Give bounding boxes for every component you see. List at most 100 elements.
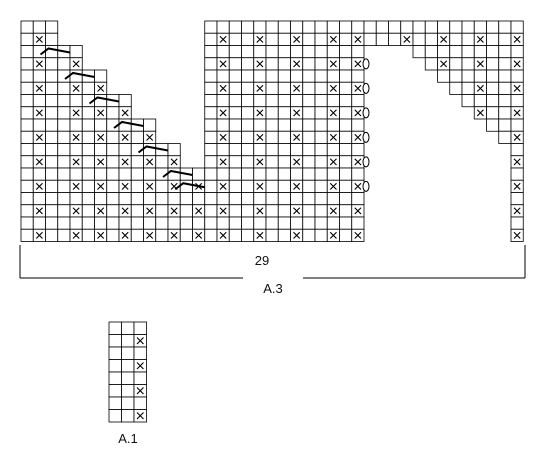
grid-cell [265,94,279,108]
grid-cell [155,228,169,242]
cross-symbol [354,109,362,117]
grid-cell [204,45,218,59]
grid-cell [167,216,181,230]
grid-cell [69,94,83,108]
grid-cell [437,45,451,59]
grid-cell [290,192,304,206]
grid-cell [473,45,487,59]
grid-cell [473,94,487,108]
grid-cell [265,20,279,34]
grid-cell [204,69,218,83]
grid-cell [510,94,524,108]
grid-cell [108,371,122,385]
grid-cell [179,228,193,242]
grid-cell [69,143,83,157]
grid-cell [339,167,353,181]
cross-symbol [35,133,43,141]
grid-cell [302,143,316,157]
grid-cell [130,228,144,242]
grid-cell [45,32,59,46]
grid-cell [241,20,255,34]
grid-cell [265,57,279,71]
grid-cell [106,155,120,169]
grid-cell [45,20,59,34]
grid-cell [118,216,132,230]
grid-cell [108,359,122,373]
grid-cell [241,228,255,242]
grid-cell [57,118,71,132]
grid-cell [241,94,255,108]
grid-cell [228,143,242,157]
grid-cell [45,228,59,242]
grid-cell [314,106,328,120]
grid-cell [228,167,242,181]
cross-symbol [440,60,448,68]
grid-cell [339,69,353,83]
grid-cell [290,45,304,59]
grid-cell [339,204,353,218]
grid-cell [314,32,328,46]
cross-symbol [121,133,129,141]
cross-symbol [513,133,521,141]
grid-cell [216,69,230,83]
grid-cell [314,228,328,242]
grid-cell [290,20,304,34]
grid-cell [106,216,120,230]
grid-cell [510,20,524,34]
grid-cell [121,384,135,398]
chart-a3-bracket [19,245,526,279]
cross-symbol [121,158,129,166]
cross-symbol [513,231,521,239]
cross-symbol [121,231,129,239]
grid-cell [57,179,71,193]
grid-cell [277,81,291,95]
grid-cell [253,143,267,157]
grid-cell [228,204,242,218]
grid-cell [241,118,255,132]
grid-cell [339,216,353,230]
grid-cell [32,69,46,83]
grid-cell [461,69,475,83]
grid-cell [486,81,500,95]
grid-cell [32,167,46,181]
grid-cell [253,167,267,181]
cross-symbol [97,158,105,166]
chart-a1-grid [108,321,147,423]
grid-cell [32,118,46,132]
grid-cell [265,130,279,144]
cross-symbol [354,60,362,68]
grid-cell [302,130,316,144]
grid-cell [20,155,34,169]
grid-cell [277,45,291,59]
grid-cell [277,94,291,108]
cross-symbol [72,133,80,141]
grid-cell [486,32,500,46]
grid-cell [179,204,193,218]
grid-cell [228,32,242,46]
grid-cell [204,155,218,169]
decrease-symbol [162,169,193,178]
grid-cell [277,57,291,71]
cross-symbol [256,133,264,141]
grid-cell [498,94,512,108]
grid-cell [69,69,83,83]
cross-symbol [219,84,227,92]
grid-cell [106,204,120,218]
grid-cell [57,228,71,242]
grid-cell [461,45,475,59]
grid-cell [510,118,524,132]
grid-cell [20,118,34,132]
grid-cell [486,106,500,120]
cross-symbol [195,207,203,215]
grid-cell [204,130,218,144]
cross-symbol [256,158,264,166]
cross-symbol [72,207,80,215]
grid-cell [94,118,108,132]
grid-cell [155,204,169,218]
grid-cell [216,192,230,206]
grid-cell [339,57,353,71]
grid-cell [32,20,46,34]
grid-cell [81,192,95,206]
grid-cell [277,143,291,157]
